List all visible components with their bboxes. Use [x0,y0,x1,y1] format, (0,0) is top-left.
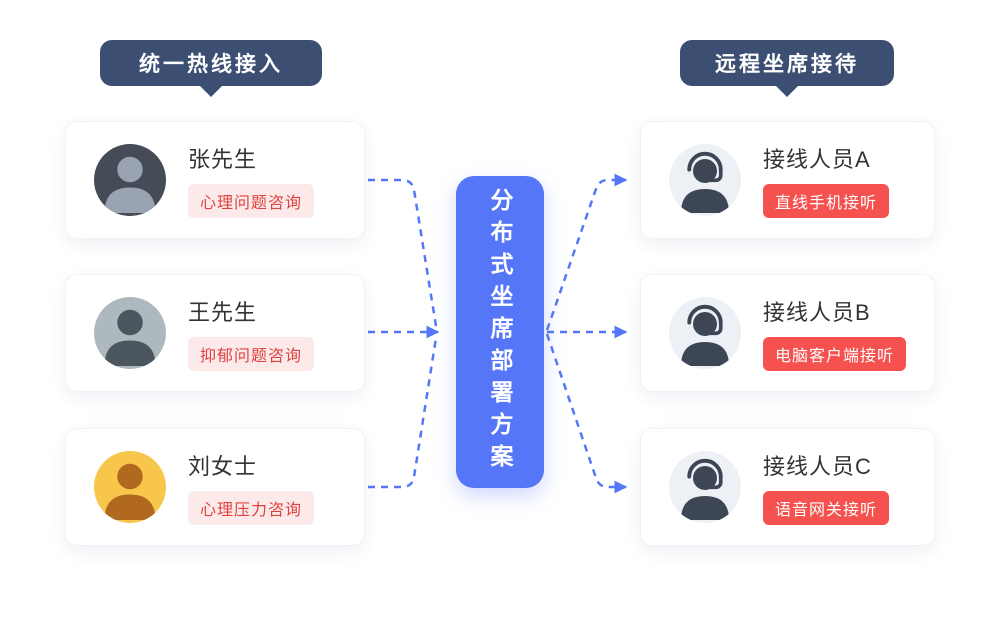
agent-name: 接线人员B [763,300,871,325]
person-icon [94,451,166,523]
operator-icon [669,451,741,523]
card-text: 接线人员A 直线手机接听 [763,142,890,218]
flow-line-left-top [368,178,438,327]
agent-channel-tag: 直线手机接听 [763,184,890,218]
avatar [669,297,741,369]
agent-card: 接线人员C 语音网关接听 [640,428,935,546]
caller-card: 刘女士 心理压力咨询 [65,428,365,546]
avatar [94,451,166,523]
agent-name: 接线人员A [763,147,871,172]
operator-icon [669,297,741,369]
caller-name: 刘女士 [188,454,258,479]
avatar [94,144,166,216]
agent-card: 接线人员A 直线手机接听 [640,121,935,239]
person-icon [94,297,166,369]
caller-name: 张先生 [188,147,258,172]
caller-topic-tag: 心理压力咨询 [188,491,315,525]
agent-channel-tag: 电脑客户端接听 [763,337,907,371]
caller-name: 王先生 [188,300,258,325]
center-title: 分布式坐席部署方案 [487,188,513,476]
flow-line-right-top [545,173,628,331]
caller-topic-tag: 心理问题咨询 [188,184,315,218]
left-badge: 统一热线接入 [100,40,322,86]
card-text: 王先生 抑郁问题咨询 [188,295,315,371]
center-title-box: 分布式坐席部署方案 [456,176,544,488]
caller-card: 张先生 心理问题咨询 [65,121,365,239]
avatar [669,144,741,216]
flow-line-right-bottom [545,333,628,494]
card-text: 接线人员B 电脑客户端接听 [763,295,907,371]
agent-channel-tag: 语音网关接听 [763,491,890,525]
caller-card: 王先生 抑郁问题咨询 [65,274,365,392]
card-text: 张先生 心理问题咨询 [188,142,315,218]
right-badge: 远程坐席接待 [680,40,894,86]
operator-icon [669,144,741,216]
flow-line-left-bottom [368,337,438,489]
agent-name: 接线人员C [763,454,872,479]
agent-card: 接线人员B 电脑客户端接听 [640,274,935,392]
card-text: 刘女士 心理压力咨询 [188,449,315,525]
left-badge-pointer [198,84,224,97]
caller-topic-tag: 抑郁问题咨询 [188,337,315,371]
card-text: 接线人员C 语音网关接听 [763,449,890,525]
right-badge-pointer [774,84,800,97]
person-icon [94,144,166,216]
avatar [94,297,166,369]
avatar [669,451,741,523]
